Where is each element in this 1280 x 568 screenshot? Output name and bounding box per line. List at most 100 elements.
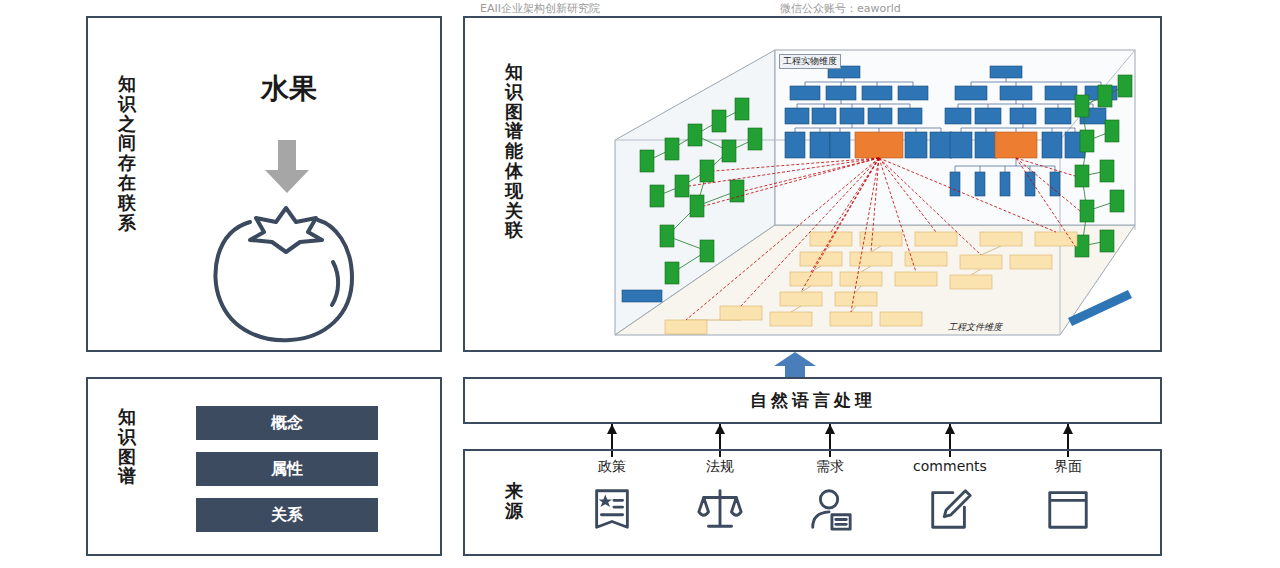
- tomato-calyx: [250, 208, 322, 252]
- tree-line: [988, 104, 989, 108]
- entity-box: [785, 132, 805, 158]
- tree-line: [1016, 100, 1017, 104]
- entity-box: [810, 132, 830, 158]
- file-box: [860, 232, 902, 246]
- relation-line: [879, 158, 936, 232]
- green-box: [660, 225, 674, 247]
- source-icon: [696, 485, 744, 533]
- tree-line: [841, 82, 842, 86]
- box-label: 属性: [271, 459, 303, 480]
- floor: [615, 225, 1135, 335]
- tree-line: [852, 124, 853, 128]
- entity-box: [905, 132, 927, 158]
- input-arrow: [611, 424, 613, 457]
- entity-box: [826, 86, 856, 100]
- file-box: [915, 232, 957, 246]
- arrow-shaft: [278, 140, 296, 170]
- tree-line: [910, 104, 911, 108]
- tree-lines: [797, 100, 1093, 108]
- entity-box: [990, 66, 1022, 78]
- file-box: [830, 312, 872, 326]
- icon-star: [599, 495, 612, 507]
- dimension-label: 工程文件维度: [946, 321, 1004, 334]
- green-box: [688, 124, 702, 146]
- tree-line: [913, 82, 914, 86]
- entity-box: [785, 108, 809, 124]
- back-wall: [775, 50, 1135, 225]
- box-label: 自然语言处理: [750, 389, 876, 412]
- relation-line: [741, 158, 879, 306]
- green-box: [650, 185, 664, 207]
- dimension-tag: [622, 290, 662, 302]
- source-item: 政策: [567, 457, 657, 551]
- file-box: [720, 306, 762, 320]
- box-label: 概念: [271, 413, 303, 434]
- tree-line: [958, 104, 1093, 105]
- entity-box: [862, 86, 892, 100]
- file-box: [880, 312, 922, 326]
- green-box: [748, 128, 762, 150]
- tree-line: [795, 128, 796, 132]
- entity-box: [1010, 108, 1036, 124]
- file-link: [791, 306, 801, 312]
- entity-box: [812, 108, 836, 124]
- panel: 来源政策法规需求comments界面: [463, 449, 1162, 556]
- watermark: EAII企业架构创新研究院: [480, 1, 600, 16]
- input-arrow: [829, 424, 831, 457]
- green-box: [665, 262, 679, 284]
- file-box: [780, 292, 822, 306]
- relation-line: [801, 158, 879, 292]
- box-label: 法规: [706, 457, 734, 475]
- green-box: [1075, 95, 1089, 117]
- green-box: [675, 175, 689, 197]
- green-box: [712, 110, 726, 132]
- relation-line: [1016, 158, 1080, 211]
- tree-line: [805, 82, 913, 83]
- source-icon: [926, 485, 974, 533]
- dimension-label: 工程实物维度: [779, 54, 841, 69]
- input-arrow: [949, 424, 951, 457]
- source-item: 法规: [675, 457, 765, 551]
- file-box: [665, 320, 707, 334]
- vertical-heading: 知识图谱能体现关联: [505, 62, 523, 240]
- relation-line: [879, 158, 916, 272]
- relation-line: [871, 158, 879, 252]
- tree-line: [1006, 78, 1007, 82]
- tree-line: [1016, 82, 1017, 86]
- tree-line: [805, 82, 806, 86]
- green-box: [690, 195, 704, 217]
- entity-box: [945, 108, 971, 124]
- tree-line: [880, 104, 881, 108]
- box-edge: [1135, 225, 1136, 230]
- tree-line: [1055, 166, 1056, 172]
- entity-box: [790, 86, 820, 100]
- box-label: comments: [913, 457, 987, 475]
- tree-lines: [955, 158, 1055, 172]
- source-icon: [806, 485, 854, 533]
- green-box: [1075, 165, 1089, 187]
- tomato-body: [215, 220, 352, 340]
- relation-line: [1016, 158, 1075, 246]
- tree-lines: [805, 78, 1101, 86]
- tree-line: [820, 128, 821, 132]
- entity-box: [950, 172, 960, 196]
- green-box: [735, 98, 749, 120]
- box-label: 关系: [271, 505, 303, 526]
- tree-line: [1093, 104, 1094, 108]
- file-box: [850, 252, 892, 266]
- tree-line: [1023, 104, 1024, 108]
- focus-box: [995, 132, 1037, 158]
- green-box: [1080, 130, 1094, 152]
- relation-line: [851, 158, 879, 312]
- knowledge-graph-illustration: [615, 50, 1135, 335]
- relation-lines: [1016, 158, 1080, 246]
- green-box: [1100, 230, 1114, 252]
- entity-box: [830, 132, 850, 158]
- arrow-head: [265, 170, 309, 193]
- tree-line: [797, 104, 910, 105]
- file-box: [800, 252, 842, 266]
- source-item: 界面: [1023, 457, 1113, 551]
- entity-box: [975, 172, 985, 196]
- entity-box: [1000, 86, 1032, 100]
